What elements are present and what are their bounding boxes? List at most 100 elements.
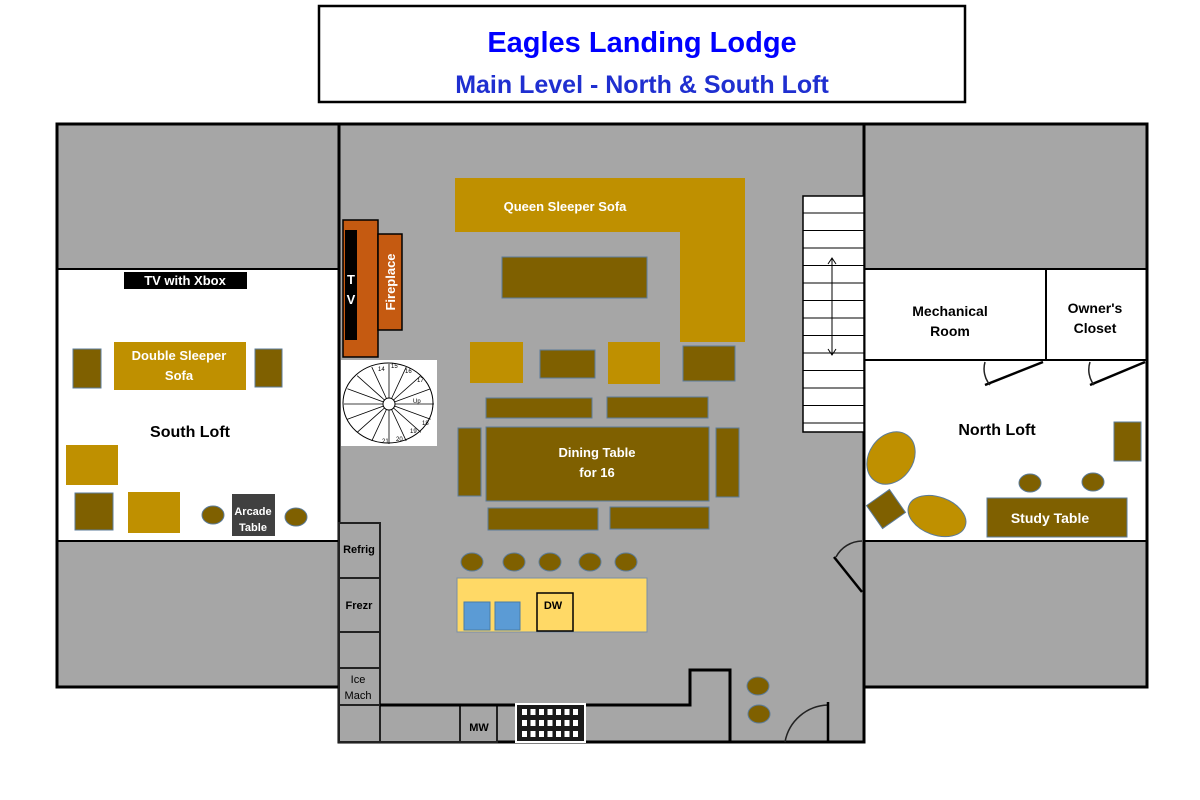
arcade-table (232, 494, 275, 536)
double-sleeper-sofa (114, 342, 246, 390)
mech-label-1: Mechanical (912, 303, 987, 319)
spiral-step (371, 403, 390, 442)
burner (539, 709, 544, 715)
sink (463, 601, 491, 631)
step-label: 16 (405, 369, 412, 375)
step-label: 14 (378, 367, 385, 373)
spiral-step (388, 366, 407, 405)
burner (530, 709, 536, 715)
armchair (608, 342, 660, 384)
ottoman (682, 345, 736, 382)
kitchen-wall-appliances: Refrig Frezr Ice Mach MW (338, 522, 732, 743)
mw-label: MW (469, 722, 489, 734)
spiral-step (388, 403, 431, 420)
bar-stool (460, 552, 484, 572)
end-table (539, 349, 596, 379)
burner (522, 709, 527, 715)
spiral-step (356, 403, 390, 433)
burner (547, 709, 553, 715)
tv-xbox (124, 272, 247, 289)
burner (522, 731, 527, 737)
spiral-step (347, 388, 390, 405)
ice-machine (338, 667, 381, 706)
spiral-step (388, 403, 422, 433)
bar-stool (614, 552, 638, 572)
step-label: 20 (396, 437, 403, 443)
burner (564, 720, 570, 726)
burner (556, 731, 561, 737)
burner (573, 720, 578, 726)
queen-sofa-label: Queen Sleeper Sofa (504, 199, 628, 214)
north-loft-label: North Loft (958, 422, 1036, 439)
burner (539, 731, 544, 737)
dishwasher (536, 592, 574, 632)
south-sofa-label-1: Double Sleeper (132, 348, 227, 363)
arcade-label-2: Table (239, 522, 267, 534)
step-label: 15 (391, 364, 398, 370)
tv (345, 230, 357, 340)
burner (564, 709, 570, 715)
refrig-label: Refrig (343, 544, 375, 556)
step-label: 18 (422, 421, 429, 427)
ice-label-1: Ice (351, 674, 366, 686)
spiral-step (347, 403, 390, 420)
south-wing (55, 122, 341, 689)
step-label: 17 (417, 378, 424, 384)
bar-stool (747, 704, 771, 724)
step-label: 21 (382, 439, 389, 445)
staircase (802, 195, 865, 433)
spiral-step (388, 388, 431, 405)
burner (522, 720, 527, 726)
title-box: Eagles Landing Lodge Main Level - North … (317, 4, 967, 104)
up-label: Up (413, 399, 421, 405)
burner (530, 731, 536, 737)
study-table (986, 497, 1128, 538)
spiral-step (371, 366, 390, 405)
bar-stool (746, 676, 770, 696)
spiral-staircase: 14 15 16 17 18 19 20 21 Up (341, 360, 437, 446)
step-label: 19 (410, 429, 417, 435)
queen-sleeper-sofa (455, 178, 745, 342)
sink (494, 601, 521, 631)
burner (564, 731, 570, 737)
burner (556, 720, 561, 726)
dining-label-1: Dining Table (558, 445, 635, 460)
dining-label-2: for 16 (579, 465, 614, 480)
bar-stool (502, 552, 526, 572)
microwave (459, 704, 498, 743)
spiral-step (356, 375, 390, 405)
freezer-label: Frezr (346, 600, 374, 612)
burner (539, 720, 544, 726)
bar-stool (578, 552, 602, 572)
dining-table (485, 426, 710, 502)
closet-label-1: Owner's (1068, 300, 1123, 316)
tv-label-v: V (347, 292, 356, 307)
burner (573, 731, 578, 737)
burner (530, 720, 536, 726)
spiral-step (388, 375, 422, 405)
north-wing (862, 122, 1149, 689)
study-table-label: Study Table (1011, 510, 1090, 526)
plan-subtitle: Main Level - North & South Loft (455, 71, 829, 99)
south-loft-label: South Loft (150, 424, 231, 441)
fireplace-label: Fireplace (383, 253, 398, 310)
south-sofa-label-2: Sofa (165, 368, 194, 383)
tv-label-t: T (347, 272, 355, 287)
dw-label: DW (544, 600, 563, 612)
arcade-label-1: Arcade (234, 506, 271, 518)
plan-title: Eagles Landing Lodge (487, 27, 796, 59)
fireplace (377, 233, 403, 331)
ice-label-2: Mach (345, 690, 372, 702)
bar-stool (538, 552, 562, 572)
burner (547, 731, 553, 737)
burner (573, 709, 578, 715)
burner (547, 720, 553, 726)
mech-label-2: Room (930, 323, 970, 339)
spiral-step (388, 403, 407, 442)
dining-set: Dining Table for 16 (457, 396, 740, 531)
tv-xbox-label: TV with Xbox (144, 273, 226, 288)
coffee-table (501, 256, 648, 299)
closet-label-2: Closet (1074, 320, 1117, 336)
burner (556, 709, 561, 715)
